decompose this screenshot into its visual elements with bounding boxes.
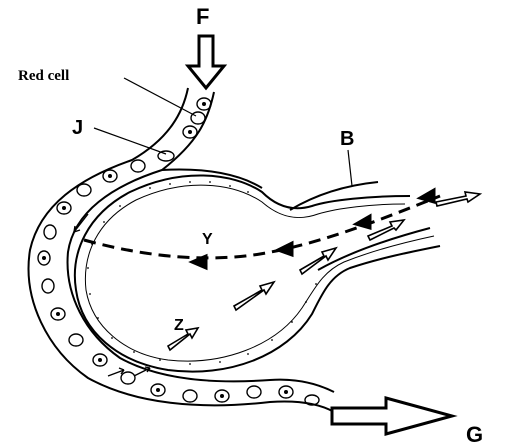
red-cell xyxy=(121,372,135,384)
outflow-arrow xyxy=(332,398,452,434)
label-y: Y xyxy=(202,231,213,248)
solid-arrow-left-icon xyxy=(192,256,206,268)
label-f: F xyxy=(196,4,209,29)
label-red-cell: Red cell xyxy=(18,68,69,84)
hollow-arrow-right-icon xyxy=(332,398,452,434)
capillary-inner-wall xyxy=(68,92,334,392)
hollow-arrow-right-icon xyxy=(436,192,480,206)
hollow-arrow-right-icon xyxy=(234,282,274,310)
red-cell xyxy=(44,225,56,239)
z-flow xyxy=(168,192,480,350)
red-cell xyxy=(247,386,261,398)
inflow-arrow xyxy=(188,36,224,88)
label-z: Z xyxy=(174,317,184,334)
solid-arrow-left-icon xyxy=(278,243,292,255)
red-cell xyxy=(131,160,145,172)
label-b: B xyxy=(340,128,354,150)
label-g: G xyxy=(466,422,483,444)
solid-arrow-left-icon xyxy=(356,216,370,228)
hollow-arrow-down-icon xyxy=(188,36,224,88)
red-cell xyxy=(77,184,91,196)
j-pointer xyxy=(94,128,166,154)
red-cell xyxy=(183,390,197,402)
b-pointer xyxy=(348,150,352,186)
alveolar-lining xyxy=(85,185,434,361)
label-j: J xyxy=(72,117,83,139)
y-dash-line xyxy=(84,196,440,258)
red-cell xyxy=(69,334,83,346)
solid-arrow-left-icon xyxy=(420,190,434,202)
alveolus xyxy=(75,175,440,371)
red-cell xyxy=(42,279,54,293)
